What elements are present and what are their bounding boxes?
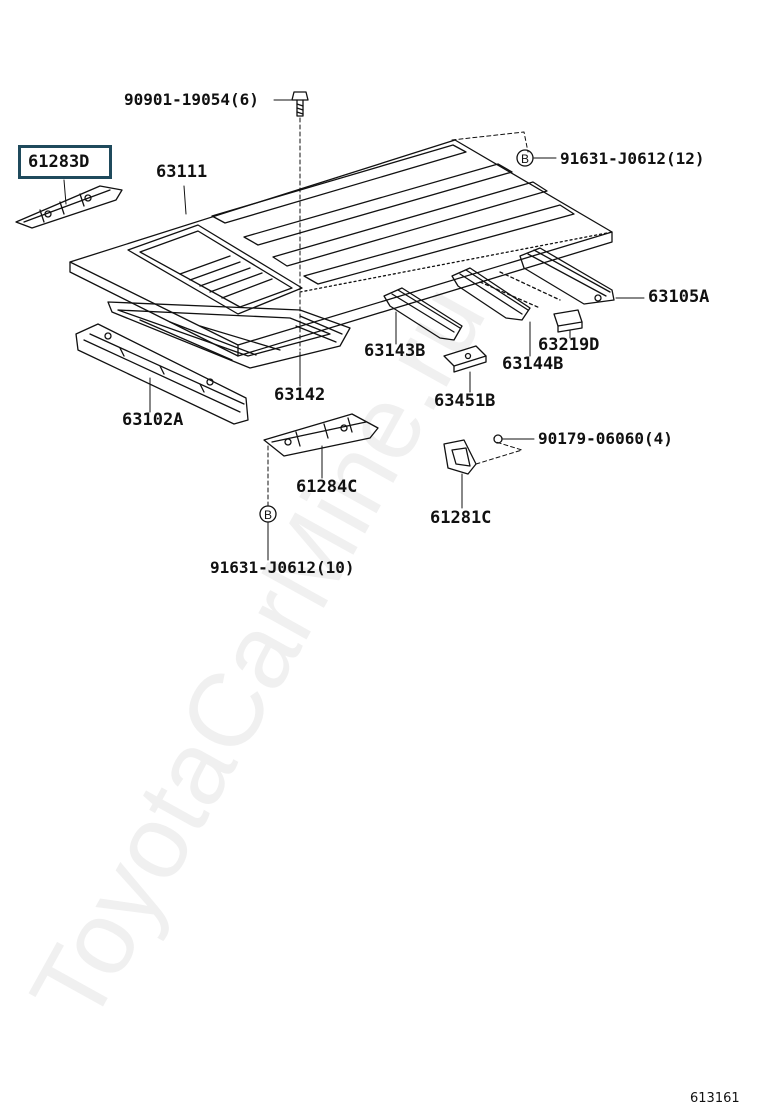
rear-roof-bow-part	[519, 247, 615, 305]
nut-part	[493, 434, 503, 444]
roof-side-brace-61283d-part	[15, 185, 123, 229]
part-label-63451b[interactable]: 63451B	[434, 391, 496, 411]
part-label-61283d[interactable]: 61283D	[28, 152, 90, 172]
roof-side-brace-61284c-part	[263, 413, 379, 457]
callout-b-top: B	[521, 152, 529, 166]
roof-bracket-63451b-part	[443, 345, 487, 373]
highlight-box-61283d	[18, 145, 112, 179]
part-label-90901-19054[interactable]: 90901-19054(6)	[124, 90, 259, 109]
part-label-63219d[interactable]: 63219D	[538, 335, 600, 355]
part-label-91631-j0612-10[interactable]: 91631-J0612(10)	[210, 558, 355, 577]
roof-bow-63144b-part	[451, 267, 531, 321]
figure-number: 613161	[690, 1091, 740, 1106]
part-label-63111[interactable]: 63111	[156, 162, 208, 182]
part-label-91631-j0612-12[interactable]: 91631-J0612(12)	[560, 149, 705, 168]
roof-bracket-61281c-part	[443, 439, 477, 475]
part-label-63142[interactable]: 63142	[274, 385, 326, 405]
roof-clip-part	[553, 309, 583, 333]
callout-b-top-circle	[516, 149, 534, 167]
part-label-63144b[interactable]: 63144B	[502, 354, 564, 374]
callout-b-bottom-circle	[259, 505, 277, 523]
part-label-63102a[interactable]: 63102A	[122, 410, 184, 430]
roof-panel-part	[69, 139, 613, 357]
part-label-63105a[interactable]: 63105A	[648, 287, 710, 307]
front-roof-header-part	[75, 323, 249, 425]
part-label-61284c[interactable]: 61284C	[296, 477, 358, 497]
part-label-61281c[interactable]: 61281C	[430, 508, 492, 528]
part-label-63143b[interactable]: 63143B	[364, 341, 426, 361]
callout-b-bottom: B	[264, 508, 272, 522]
bolt-part	[291, 91, 309, 117]
part-label-90179-06060[interactable]: 90179-06060(4)	[538, 429, 673, 448]
roof-bow-63143b-part	[383, 287, 463, 341]
